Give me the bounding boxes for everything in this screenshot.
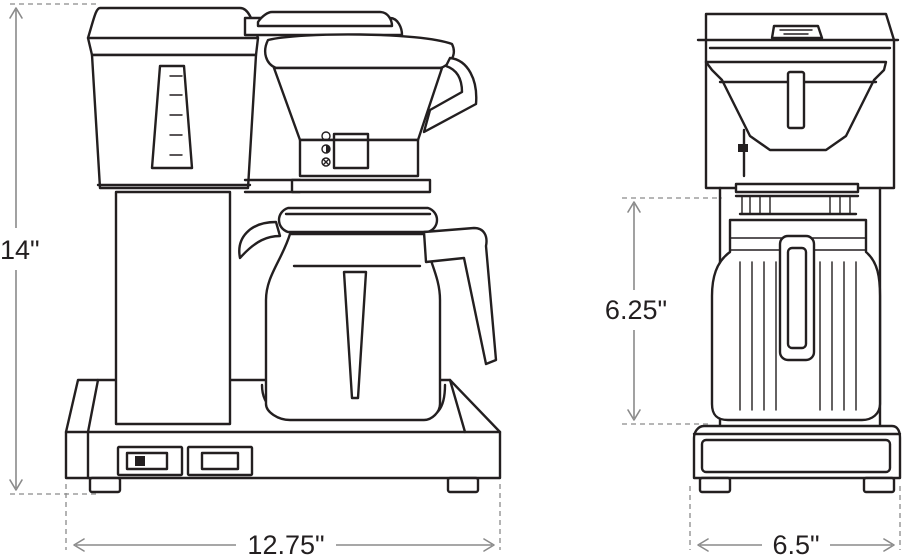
depth-label: 6.5" <box>772 530 819 557</box>
reservoir-lid <box>256 10 394 28</box>
width-label: 12.75" <box>247 530 324 557</box>
power-switch <box>116 445 184 477</box>
height-label: 14" <box>0 235 40 265</box>
side-view <box>692 12 902 494</box>
filter-basket <box>264 33 478 194</box>
carafe <box>238 206 498 422</box>
carafe-height-label: 6.25" <box>605 295 667 325</box>
front-view <box>64 6 502 494</box>
dimension-lines <box>9 3 901 552</box>
heater-switch <box>186 445 254 477</box>
column <box>114 190 232 426</box>
water-tank <box>86 6 260 190</box>
